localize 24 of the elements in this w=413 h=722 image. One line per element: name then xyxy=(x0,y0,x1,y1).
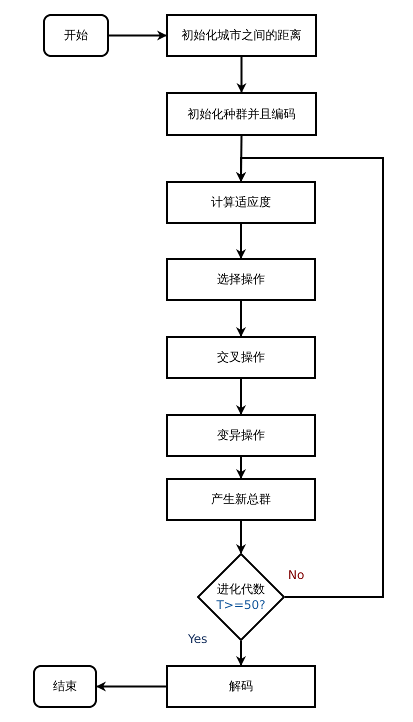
condition-text: T>=50? xyxy=(216,597,266,613)
process-box: 初始化种群并且编码 xyxy=(166,92,317,136)
arrow xyxy=(236,224,246,259)
arrow xyxy=(109,30,167,40)
arrow xyxy=(236,57,246,93)
terminal-box: 开始 xyxy=(43,14,109,57)
process-box: 选择操作 xyxy=(166,258,316,301)
edge-label: Yes xyxy=(187,632,208,646)
process-box: 初始化城市之间的距离 xyxy=(166,14,317,57)
process-box: 变异操作 xyxy=(166,414,316,457)
arrow xyxy=(236,521,246,554)
process-box: 计算适应度 xyxy=(166,181,316,224)
arrow xyxy=(96,682,166,692)
arrow xyxy=(236,379,246,415)
process-box: 交叉操作 xyxy=(166,336,316,379)
arrow xyxy=(236,457,246,479)
decision-text: 进化代数 xyxy=(217,581,265,597)
process-box: 产生新总群 xyxy=(166,478,316,521)
arrow xyxy=(236,301,246,337)
terminal-box: 结束 xyxy=(33,665,97,708)
arrow xyxy=(236,641,246,666)
arrow xyxy=(236,157,384,598)
process-box: 解码 xyxy=(166,665,316,708)
edge-label: No xyxy=(287,568,306,582)
